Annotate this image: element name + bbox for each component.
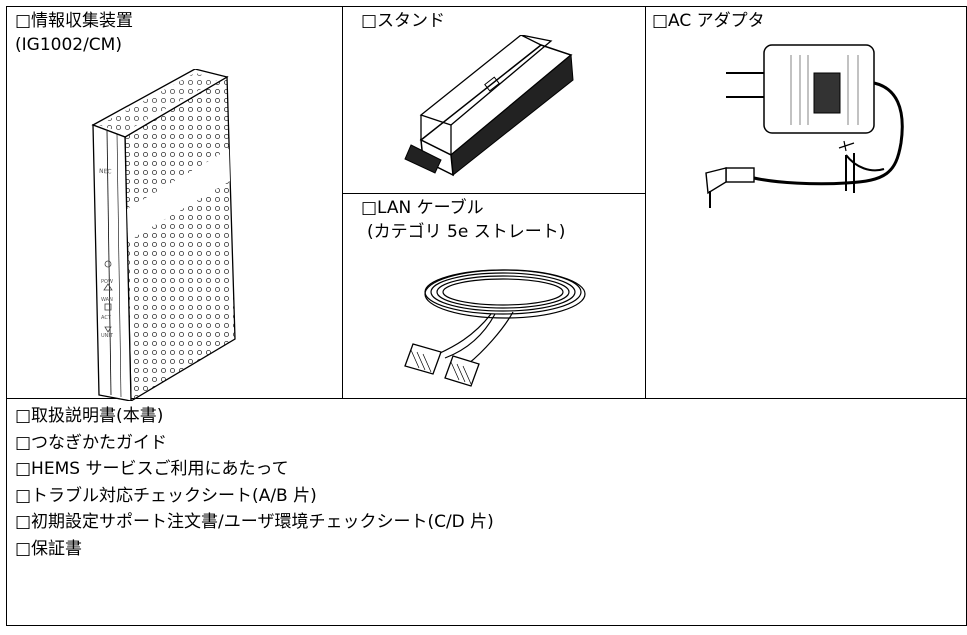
stand-illustration <box>404 35 574 177</box>
document-item: □取扱説明書(本書) <box>15 406 164 426</box>
led-label-pow: POW <box>101 279 113 285</box>
document-item: □保証書 <box>15 538 83 559</box>
device-label: □情報収集装置 <box>15 11 134 31</box>
device-illustration: NEC <box>91 69 236 401</box>
document-item: □初期設定サポート注文書/ユーザ環境チェックシート(C/D 片) <box>15 512 494 532</box>
device-cell: □情報収集装置 (IG1002/CM) <box>6 6 343 401</box>
document-item: □HEMS サービスご利用にあたって <box>15 459 289 479</box>
led-label-unit: UNIT <box>101 333 113 339</box>
device-led-labels: POW WAN ACT UNIT <box>101 273 113 345</box>
document-item: □トラブル対応チェックシート(A/B 片) <box>15 485 317 506</box>
led-label-act: ACT <box>101 315 111 321</box>
documents-cell: □取扱説明書(本書) □つなぎかたガイド □HEMS サービスご利用にあたって … <box>6 398 967 626</box>
stand-cell: □スタンド <box>342 6 646 194</box>
lan-cable-label: □LAN ケーブル <box>361 198 484 218</box>
package-contents-table: □情報収集装置 (IG1002/CM) <box>6 6 967 626</box>
document-item: □つなぎかたガイド <box>15 432 168 453</box>
device-logo: NEC <box>99 168 112 175</box>
led-label-wan: WAN <box>101 297 113 303</box>
device-model: (IG1002/CM) <box>15 35 122 55</box>
ac-adapter-cell: □AC アダプタ <box>645 6 967 399</box>
lan-cable-illustration <box>404 269 586 387</box>
lan-cable-cell: □LAN ケーブル (カテゴリ 5e ストレート) <box>342 193 646 399</box>
ac-adapter-illustration <box>705 44 904 208</box>
ac-adapter-label: □AC アダプタ <box>652 11 765 31</box>
lan-cable-sub: (カテゴリ 5e ストレート) <box>367 222 566 242</box>
stand-label: □スタンド <box>361 11 446 31</box>
